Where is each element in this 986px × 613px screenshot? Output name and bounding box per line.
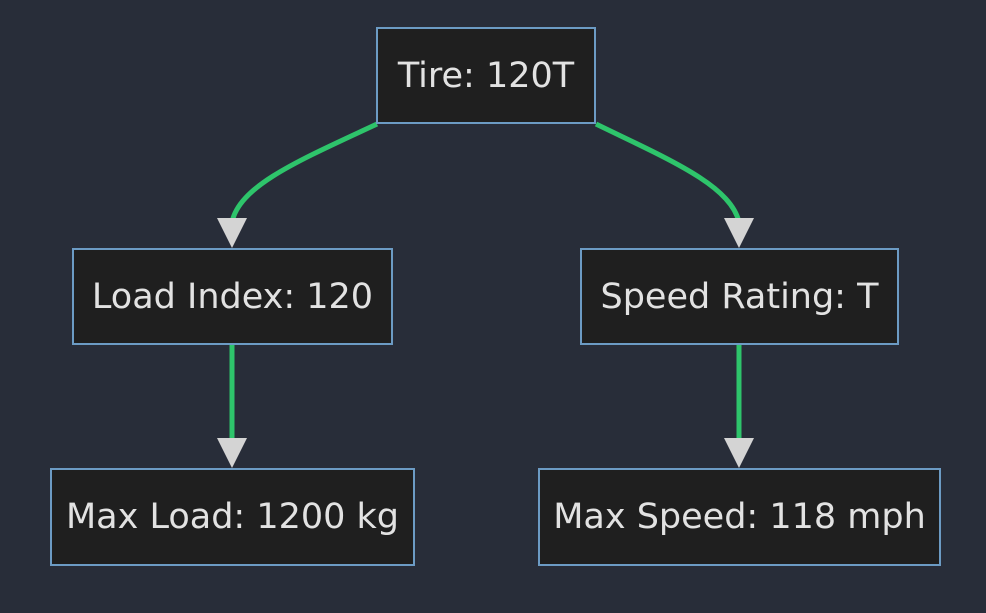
arrowhead-max-speed	[724, 438, 754, 468]
node-max-speed: Max Speed: 118 mph	[538, 468, 941, 566]
edge-tire-to-load-index	[229, 121, 379, 223]
arrowhead-load-index	[217, 218, 247, 248]
node-load-index: Load Index: 120	[72, 248, 393, 345]
node-max-load-label: Max Load: 1200 kg	[65, 497, 400, 537]
node-speed-rating-label: Speed Rating: T	[600, 276, 879, 317]
edge-tire-to-speed-rating	[594, 121, 742, 223]
node-speed-rating: Speed Rating: T	[580, 248, 899, 345]
node-tire-label: Tire: 120T	[397, 55, 575, 96]
arrowhead-max-load	[217, 438, 247, 468]
node-load-index-label: Load Index: 120	[91, 276, 374, 317]
node-max-speed-label: Max Speed: 118 mph	[553, 497, 926, 537]
node-tire: Tire: 120T	[376, 27, 596, 124]
arrowhead-speed-rating	[724, 218, 754, 248]
node-max-load: Max Load: 1200 kg	[50, 468, 415, 566]
